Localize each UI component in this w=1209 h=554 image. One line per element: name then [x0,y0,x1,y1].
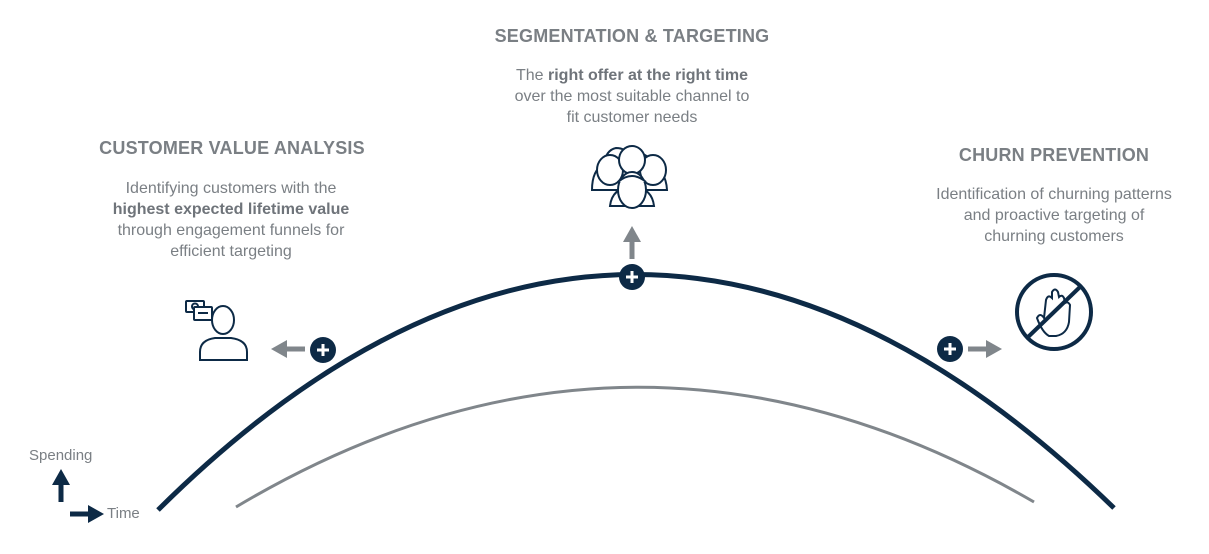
segmentation-desc-line: fit customer needs [566,109,698,126]
customer-value-title: CUSTOMER VALUE ANALYSIS [99,138,365,158]
customer-money-icon [185,300,248,361]
plus-node-churn[interactable] [937,336,963,362]
x-axis-label: Time [107,505,140,522]
customer-value-description: Identifying customers with the highest e… [90,178,372,262]
customer-value-desc-line: through engagement funnels for [117,222,345,239]
segmentation-desc-line-1: The right offer at the right time [515,67,748,84]
churn-description: Identification of churning patterns and … [919,184,1189,247]
plus-node-customer-value[interactable] [310,337,336,363]
customer-value-desc-line: Identifying customers with the [125,180,337,197]
segmentation-description: The right offer at the right time over t… [472,65,792,128]
churn-title: CHURN PREVENTION [958,145,1150,165]
arrow-left-icon [271,340,305,358]
arrow-right-icon [968,340,1002,358]
churn-desc-line: and proactive targeting of [963,207,1145,224]
churn-desc-line: Identification of churning patterns [936,186,1172,203]
y-axis-arrow-icon [52,469,70,502]
y-axis-label: Spending [29,447,93,464]
outer-arc [156,272,1116,512]
arrow-up-icon [623,226,641,259]
churn-desc-line: churning customers [984,228,1124,245]
plus-node-segmentation[interactable] [619,264,645,290]
customer-value-desc-line: efficient targeting [170,243,292,260]
stop-hand-icon [1015,273,1093,351]
customer-value-desc-bold: highest expected lifetime value [112,201,350,218]
segmentation-title: SEGMENTATION & TARGETING [494,26,770,46]
group-of-people-icon [590,145,669,209]
x-axis-arrow-icon [70,505,104,523]
inner-arc [235,385,1035,509]
segmentation-desc-line: over the most suitable channel to [514,88,750,105]
